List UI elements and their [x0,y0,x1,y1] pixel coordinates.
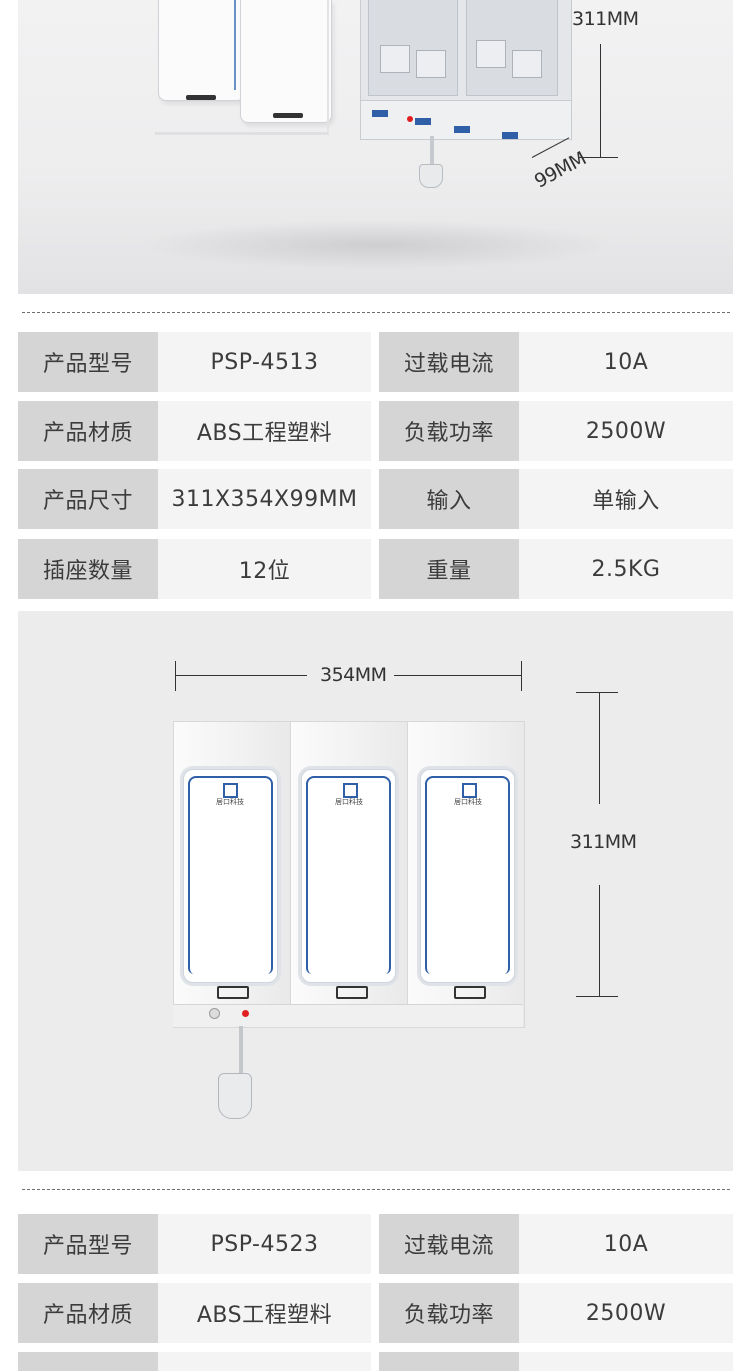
box-base-strip [360,100,572,140]
cover-latch-1 [217,986,249,999]
spec-row: 产品型号 PSP-4513 过载电流 10A [18,332,733,392]
spec-label: 负载功率 [379,401,519,461]
height-dim-line [600,44,601,158]
cover-latch-2 [336,986,368,999]
detached-cover-right [240,0,332,123]
power-plug [218,1073,252,1119]
width-dim-cap-left [175,661,176,691]
brand-logo-icon [462,783,477,798]
spec-label: 过载电流 [379,332,519,392]
switch-button [209,1008,220,1019]
spec-label [379,1352,519,1371]
spec-value [158,1352,371,1371]
spec-row: 产品型号 PSP-4523 过载电流 10A [18,1214,733,1274]
power-plug [419,164,443,188]
spec-row [18,1352,733,1371]
brand-logo-icon [223,783,238,798]
outlet-3 [476,40,506,68]
spec-label: 输入 [379,469,519,529]
red-indicator [242,1010,249,1017]
cover-latch-1 [186,95,216,100]
width-dim-line-right [394,675,522,676]
spec-value: PSP-4523 [158,1214,371,1274]
spec-row: 插座数量 12位 重量 2.5KG [18,539,733,599]
depth-dim-label: 99MM [530,147,590,193]
base-strip [173,1004,523,1027]
product-photo-open: 311MM 99MM [18,0,733,294]
spec-value [519,1352,733,1371]
usb-port-1 [372,110,388,117]
height-dim-label: 311MM [570,831,637,853]
spec-label: 产品型号 [18,332,158,392]
height-dim-line-top [599,692,600,804]
spec-row: 产品材质 ABS工程塑料 负载功率 2500W [18,401,733,461]
power-cord [239,1026,243,1078]
outlet-2 [416,50,446,78]
width-dim-label: 354MM [320,664,387,686]
width-dim-line-left [175,675,307,676]
spec-value: 12位 [158,539,371,599]
width-dim-cap-right [521,661,522,691]
cover-latch-3 [454,986,486,999]
brand-logo-icon [343,783,358,798]
brand-logo-text: 居口科技 [335,798,363,806]
brand-logo-text: 居口科技 [216,798,244,806]
height-dim-cap-top [576,692,618,693]
module-cover-1 [183,769,278,983]
spec-label: 产品尺寸 [18,469,158,529]
cover-blue-edge [234,0,236,90]
usb-port-4 [502,132,518,139]
spec-label: 插座数量 [18,539,158,599]
spec-label: 重量 [379,539,519,599]
outlet-4 [512,50,542,78]
detached-cover-left [158,0,245,101]
usb-port-3 [454,126,470,133]
spec-row: 产品尺寸 311X354X99MM 输入 单输入 [18,469,733,529]
module-cover-3 [420,769,515,983]
spec-label: 产品材质 [18,1283,158,1343]
spec-label: 产品材质 [18,401,158,461]
divider-2 [22,1189,730,1190]
red-indicator [407,116,413,122]
spec-value: 10A [519,332,733,392]
spec-label: 负载功率 [379,1283,519,1343]
spec-row: 产品材质 ABS工程塑料 负载功率 2500W [18,1283,733,1343]
spec-label: 产品型号 [18,1214,158,1274]
cover-latch-2 [273,113,303,118]
spec-label: 过载电流 [379,1214,519,1274]
height-dim-line-bottom [599,885,600,997]
spec-value: 2500W [519,1283,733,1343]
spec-value: 2500W [519,401,733,461]
divider-1 [22,312,730,313]
spec-label [18,1352,158,1371]
module-cover-2 [301,769,396,983]
socket-compartment-2 [466,0,558,96]
outlet-1 [380,45,410,73]
spec-value: 10A [519,1214,733,1274]
spec-value: 2.5KG [519,539,733,599]
height-dim-cap-bottom [576,996,618,997]
power-cord [430,136,434,170]
usb-port-2 [415,118,431,125]
spec-value: 单输入 [519,469,733,529]
height-dim-cap [578,157,618,158]
height-dim-label: 311MM [572,8,639,30]
brand-logo-text: 居口科技 [454,798,482,806]
spec-value: 311X354X99MM [158,469,371,529]
product-photo-front: 354MM 311MM 居口科技 居口科技 居口科技 [18,611,733,1171]
spec-value: PSP-4513 [158,332,371,392]
spec-value: ABS工程塑料 [158,401,371,461]
cover-frame [155,0,329,135]
spec-value: ABS工程塑料 [158,1283,371,1343]
floor-shadow [138,220,618,270]
